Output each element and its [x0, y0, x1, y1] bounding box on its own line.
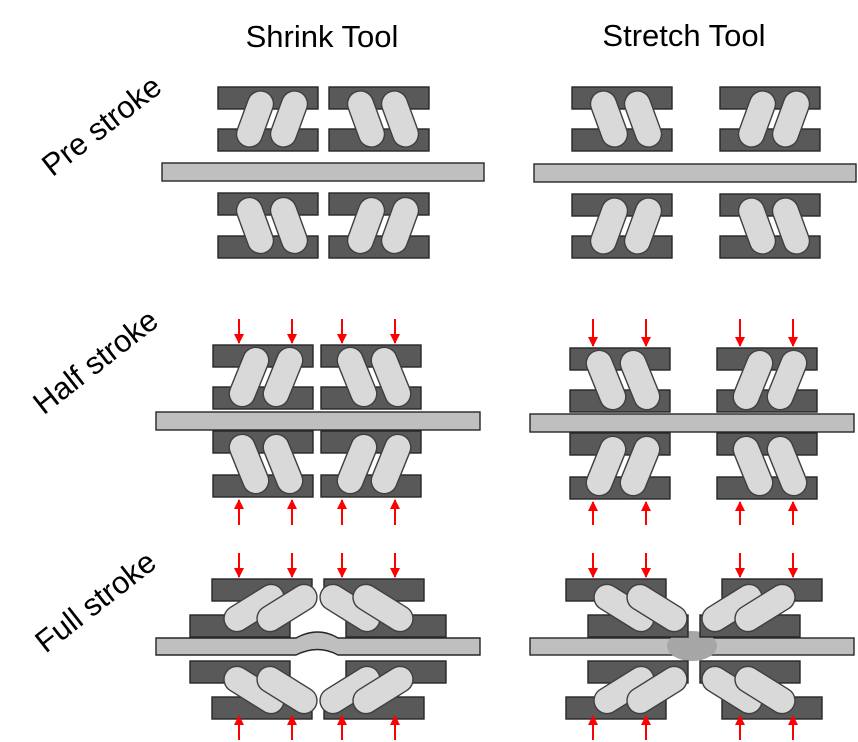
jaw-unit: [217, 192, 319, 259]
jaw-block: [328, 235, 430, 259]
workpiece-bar-shrunk: [155, 631, 481, 656]
row-label-full-stroke: Full stroke: [28, 544, 162, 660]
roller-pad: [626, 583, 688, 633]
roller-pad: [734, 665, 796, 715]
roller-pad: [269, 90, 309, 148]
jaw-unit: [571, 193, 673, 259]
roller-pad: [734, 583, 796, 633]
jaw-unit: [319, 578, 447, 638]
jaw-unit: [189, 660, 318, 720]
roller-pad: [336, 346, 378, 408]
jaw-unit: [320, 344, 422, 410]
workpiece-bar: [161, 162, 485, 182]
jaw-unit: [217, 86, 319, 152]
roller-pad: [346, 90, 386, 148]
row-label-half-stroke: Half stroke: [26, 302, 164, 421]
roller-pad: [585, 349, 627, 411]
material-bulge: [667, 631, 717, 661]
roller-pad: [589, 90, 629, 148]
row-label-pre-stroke: Pre stroke: [35, 68, 168, 183]
roller-pad: [235, 196, 275, 255]
roller-pad: [380, 196, 420, 255]
roller-pad: [626, 665, 688, 715]
roller-pad: [737, 90, 777, 148]
jaw-unit: [716, 347, 818, 413]
roller-pad: [380, 90, 420, 148]
jaw-block: [328, 86, 430, 110]
jaw-unit: [189, 578, 318, 638]
jaw-unit: [719, 193, 821, 259]
jaw-unit: [565, 578, 689, 638]
workpiece-bar: [533, 163, 857, 183]
roller-pad: [623, 197, 663, 255]
roller-pad: [771, 197, 811, 255]
roller-pad: [256, 665, 318, 715]
jaw-unit: [319, 660, 447, 720]
roller-pad: [370, 346, 412, 408]
jaw-unit: [571, 86, 673, 152]
jaw-block: [571, 235, 673, 259]
roller-pad: [766, 349, 808, 411]
roller-pad: [370, 433, 412, 495]
roller-pad: [619, 435, 661, 497]
jaw-unit: [699, 578, 823, 638]
roller-pad: [766, 435, 808, 497]
roller-pad: [352, 665, 414, 715]
roller-pad: [623, 90, 663, 148]
roller-pad: [619, 349, 661, 411]
jaw-unit: [565, 660, 689, 720]
roller-pad: [732, 349, 774, 411]
jaw-block: [571, 86, 673, 110]
roller-pad: [352, 583, 414, 633]
roller-pad: [585, 435, 627, 497]
roller-pad: [346, 196, 386, 255]
jaw-block: [719, 193, 821, 217]
column-title-shrink-tool: Shrink Tool: [246, 19, 399, 54]
roller-pad: [336, 433, 378, 495]
jaw-unit: [212, 430, 314, 498]
jaw-unit: [328, 86, 430, 152]
jaw-unit: [328, 192, 430, 259]
jaw-unit: [569, 432, 671, 500]
jaw-block: [217, 192, 319, 216]
roller-pad: [589, 197, 629, 255]
roller-pad: [235, 90, 275, 148]
jaw-unit: [320, 430, 422, 498]
roller-pad: [228, 346, 270, 408]
roller-pad: [732, 435, 774, 497]
jaw-unit: [719, 86, 821, 152]
roller-pad: [262, 346, 304, 408]
jaw-block: [719, 128, 821, 152]
roller-pad: [262, 433, 304, 495]
jaw-block: [217, 128, 319, 152]
roller-pad: [228, 433, 270, 495]
roller-pad: [256, 583, 318, 633]
jaw-unit: [569, 347, 671, 413]
workpiece-bar: [529, 413, 855, 433]
roller-pad: [737, 197, 777, 255]
jaw-unit: [212, 344, 314, 410]
jaw-unit: [699, 660, 823, 720]
roller-pad: [269, 196, 309, 255]
column-title-stretch-tool: Stretch Tool: [602, 18, 765, 53]
workpiece-bar: [155, 411, 481, 431]
roller-pad: [771, 90, 811, 148]
jaw-unit: [716, 432, 818, 500]
